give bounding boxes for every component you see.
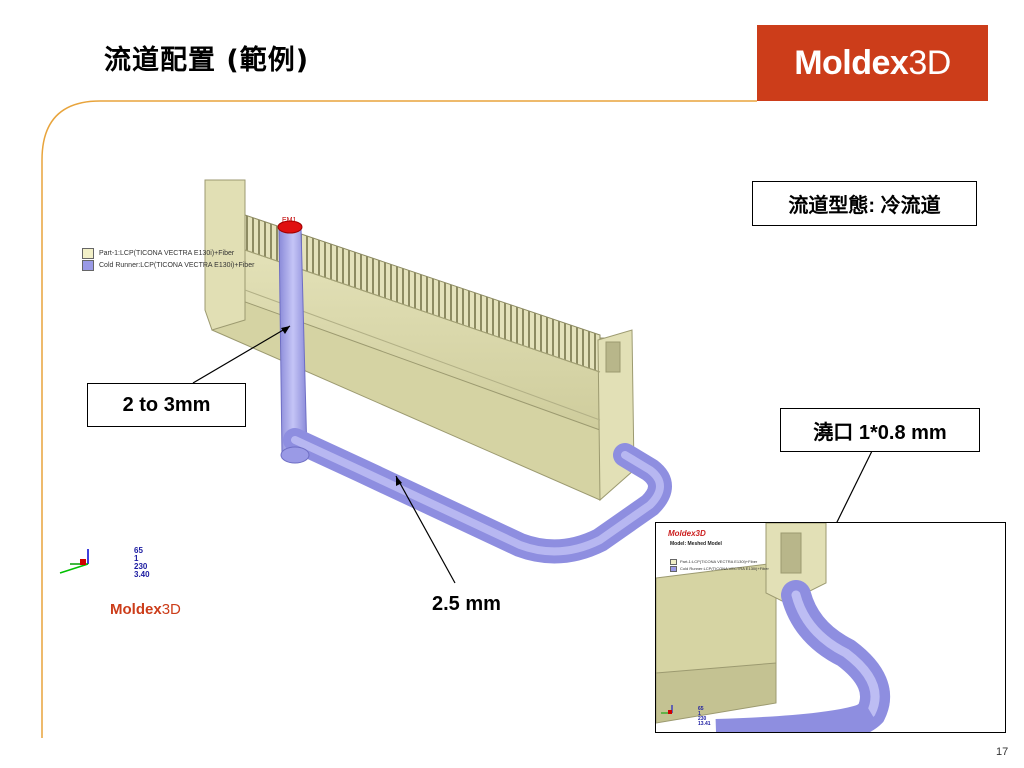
legend-label: Part-1:LCP(TICONA VECTRA E130i)+Fiber xyxy=(99,249,235,257)
legend-label: Cold Runner:LCP(TICONA VECTRA E130i)+Fib… xyxy=(99,261,255,269)
molded-part xyxy=(204,179,635,502)
inset-legend-swatch-runner xyxy=(670,565,677,572)
cold-runner: EM1 xyxy=(277,217,672,564)
legend-swatch-part xyxy=(82,247,94,259)
readout-value: 1 xyxy=(134,554,139,563)
inset-axis-triad-icon xyxy=(661,705,673,714)
inset-readout-value: 13.41 xyxy=(698,721,711,727)
part-left-post xyxy=(204,179,246,331)
brand-name-suffix: 3D xyxy=(908,43,951,82)
readout-value: 3.40 xyxy=(134,570,150,579)
inset-readout-value: 230 xyxy=(698,716,707,722)
axis-triad-icon xyxy=(59,549,89,574)
sprue-base xyxy=(280,446,310,464)
readout-value: 230 xyxy=(134,562,148,571)
legend-swatch-runner xyxy=(82,259,94,271)
gate-marker xyxy=(277,220,303,234)
inset-legend-label: Cold Runner:LCP(TICONA VECTRA E130i)+Fib… xyxy=(680,566,769,571)
page-number: 17 xyxy=(996,746,1009,758)
readout-value: 65 xyxy=(134,546,143,555)
page-title: 流道配置 (範例) xyxy=(104,45,310,76)
runner-type-label: 流道型態: 冷流道 xyxy=(752,181,977,226)
view-readout: 65 1 230 3.40 xyxy=(134,547,150,579)
inset-legend-item: Part-1:LCP(TICONA VECTRA E130i)+Fiber xyxy=(670,558,769,565)
part-right-post-slot xyxy=(605,341,621,373)
inset-legend-swatch-part xyxy=(670,558,677,565)
inset-readout-value: 65 xyxy=(698,706,704,712)
inset-legend: Part-1:LCP(TICONA VECTRA E130i)+Fiber Co… xyxy=(670,558,769,572)
inset-subtitle: Model: Meshed Model xyxy=(670,541,722,547)
watermark-main: Moldex xyxy=(110,601,162,618)
inset-viewport xyxy=(656,523,890,732)
inset-brand: Moldex3D xyxy=(668,529,706,538)
viewport-watermark: Moldex3D xyxy=(110,601,181,618)
runner-size-label: 2.5 mm xyxy=(432,593,501,615)
inset-legend-label: Part-1:LCP(TICONA VECTRA E130i)+Fiber xyxy=(680,559,758,564)
inset-readout: 65 1 230 13.41 xyxy=(698,707,711,727)
frame-accent-line xyxy=(41,100,757,738)
legend-item: Part-1:LCP(TICONA VECTRA E130i)+Fiber xyxy=(82,247,254,259)
gate-size-label: 澆口 1*0.8 mm xyxy=(780,408,980,452)
inset-readout-value: 1 xyxy=(698,711,701,717)
gate-detail-inset: Moldex3D Model: Meshed Model Part-1:LCP(… xyxy=(655,522,1006,733)
brand-name-main: Moldex xyxy=(794,43,909,82)
inset-legend-item: Cold Runner:LCP(TICONA VECTRA E130i)+Fib… xyxy=(670,565,769,572)
gate-marker-label: EM1 xyxy=(282,217,297,224)
material-legend: Part-1:LCP(TICONA VECTRA E130i)+Fiber Co… xyxy=(82,247,254,271)
sprue-size-label: 2 to 3mm xyxy=(87,383,246,427)
watermark-suffix: 3D xyxy=(161,601,181,618)
legend-item: Cold Runner:LCP(TICONA VECTRA E130i)+Fib… xyxy=(82,259,254,271)
